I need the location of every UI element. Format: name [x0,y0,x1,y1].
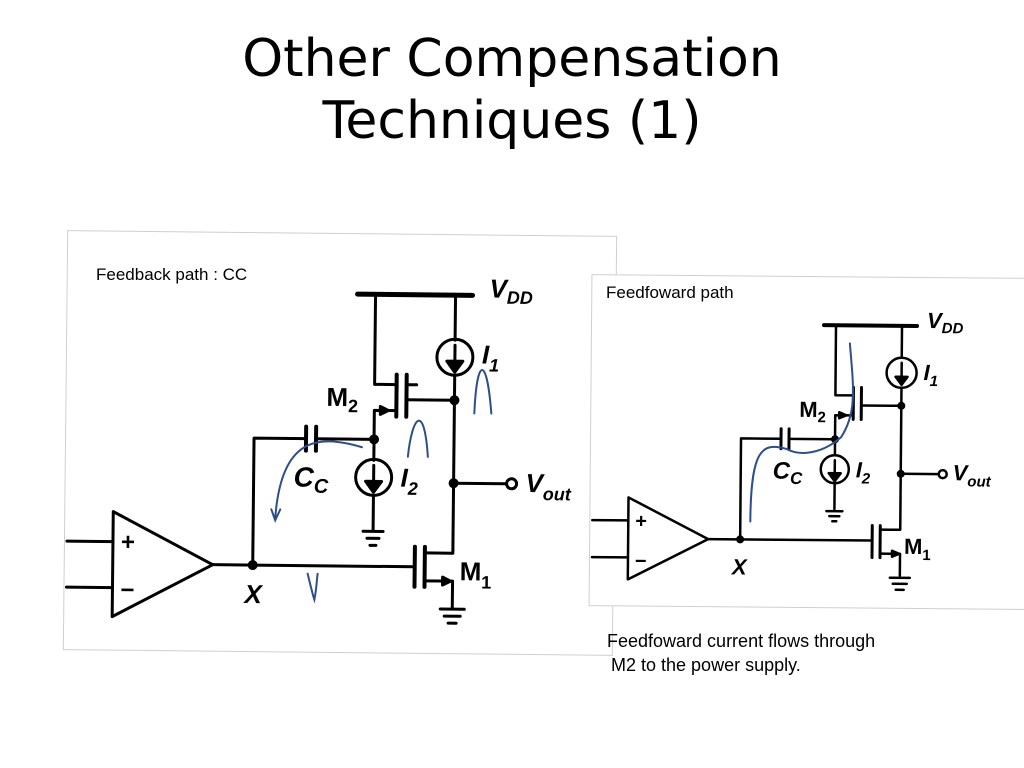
i1-label: I1 [482,339,500,375]
ff-m1-label: M1 [904,534,931,564]
ff-opamp-minus-label: − [635,550,647,572]
vout-wire [452,481,508,486]
ff-m2-drain-wire [834,323,855,397]
slide-title: Other Compensation Techniques (1) [0,28,1024,152]
feedforward-circuit-panel: VDD I1 M2 I2 CC Vout X M1 + − [588,274,1024,610]
ff-annotation-path [749,342,854,523]
m2-label: M2 [326,382,358,416]
ff-vout-label: Vout [953,460,992,490]
opamp-minus-label: − [120,577,134,604]
feedback-circuit-diagram: VDD I1 M2 I2 CC Vout X M1 + − [64,274,572,625]
vdd-label: VDD [489,274,533,308]
ff-cc-label: CC [773,458,804,488]
ff-cc-capacitor [738,427,837,540]
opamp [64,510,417,619]
annotation-arrows [270,368,493,604]
cc-label: CC [293,462,329,498]
vout-terminal [505,477,519,491]
i2-current-source [354,437,394,547]
ff-m2-label: M2 [799,397,826,426]
opamp-plus-label: + [121,529,135,556]
m1-label: M1 [459,556,491,592]
title-line-2: Techniques (1) [322,91,702,151]
ff-opamp [590,496,874,581]
feedforward-path-caption: Feedfoward path [606,283,734,302]
i2-label: I2 [400,463,418,499]
ff-i1-current-source [885,356,918,390]
ff-i2-label: I2 [856,457,871,487]
ff-vdd-label: VDD [927,308,964,337]
ff-x-node-label: X [730,554,748,579]
ff-i2-current-source [819,435,851,523]
feedforward-circuit-diagram: VDD I1 M2 I2 CC Vout X M1 + − [590,308,992,592]
ff-opamp-plus-label: + [635,510,647,532]
ff-vout-terminal [937,468,948,480]
m1-transistor [412,544,466,625]
m2-drain-wire [373,292,399,387]
title-line-1: Other Compensation [242,29,782,89]
x-node-label: X [242,579,263,609]
m2-transistor [372,372,456,441]
i1-current-source [435,337,475,377]
feedforward-note-line-1: Feedfoward current flows through [607,631,876,651]
feedback-circuit-panel: VDD I1 M2 I2 CC Vout X M1 + − [62,230,618,656]
ff-i1-label: I1 [923,360,938,390]
vout-label: Vout [525,468,572,504]
feedback-path-caption: Feedback path : CC [96,265,248,284]
feedforward-note-line-2: M2 to the power supply. [611,655,801,675]
ff-m1-transistor [870,524,912,592]
